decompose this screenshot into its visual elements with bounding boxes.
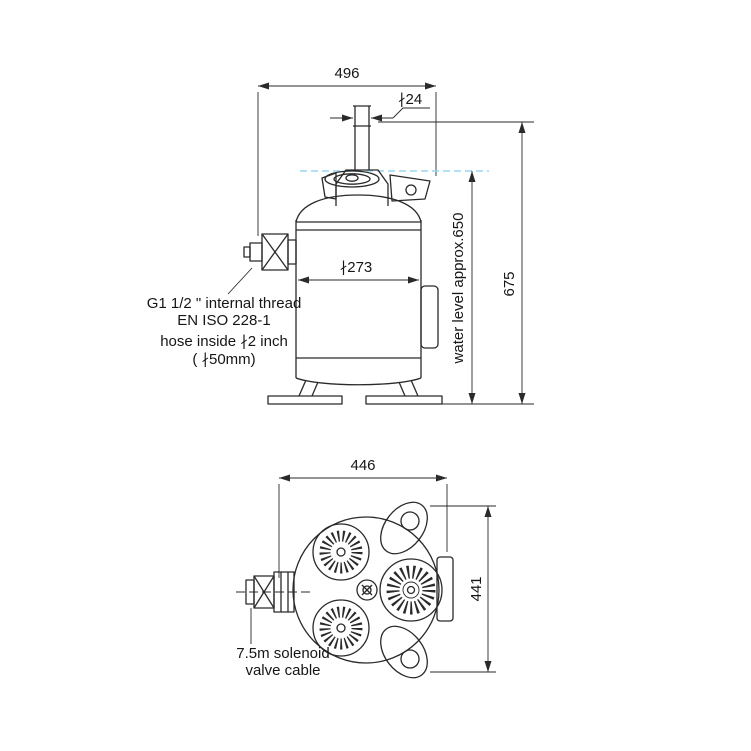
flange-plan (436, 556, 454, 622)
cable-annotation: 7.5m solenoid valve cable (236, 645, 329, 679)
dim-depth-plan: 441 (430, 505, 496, 673)
cable-note-line1: 7.5m solenoid (236, 645, 329, 662)
dim-label-pipe-diameter: ∤24 (398, 91, 422, 108)
dim-label-height: 675 (501, 271, 518, 296)
thread-note-line3: hose inside ∤2 inch (160, 333, 288, 350)
knob-bottom (312, 599, 370, 657)
dim-label-width-front: 496 (334, 65, 359, 82)
dim-label-water-level: water level approx.650 (450, 213, 467, 365)
valve-head (321, 169, 431, 206)
thread-note-line2: EN ISO 228-1 (177, 312, 270, 329)
thread-note-line1: G1 1/2 " internal thread (147, 295, 302, 312)
dim-width-plan: 446 (278, 457, 448, 578)
plan-view: 446 (236, 457, 496, 679)
dim-tank-diameter: ∤273 (298, 259, 419, 284)
dim-water-level: water level approx.650 (450, 171, 476, 404)
hose-connector (227, 233, 297, 295)
dim-width-front: 496 (257, 65, 437, 236)
thread-annotation: G1 1/2 " internal thread EN ISO 228-1 ho… (147, 295, 302, 368)
center-hub (356, 579, 378, 601)
lobe-bottom (380, 625, 428, 679)
outlet-flange (420, 285, 439, 349)
front-view: 496 ∤24 (147, 65, 534, 405)
knob-right (379, 558, 443, 622)
dim-label-width-plan: 446 (350, 457, 375, 474)
cable-connector (236, 571, 312, 644)
base-feet (267, 379, 443, 405)
lobe-top (380, 501, 428, 555)
thread-note-line4: ( ∤50mm) (192, 351, 255, 368)
inlet-pipe (353, 105, 371, 170)
knob-top (312, 523, 370, 581)
valve-body-plan (292, 501, 454, 679)
valve-wing-left (321, 172, 337, 200)
thread-leader-line (227, 267, 253, 295)
dim-height: 675 (378, 121, 534, 405)
valve-wing-right (389, 174, 431, 202)
cable-note-line2: valve cable (245, 662, 320, 679)
tank-body (295, 194, 422, 386)
dim-label-depth-plan: 441 (468, 576, 485, 601)
dim-label-tank-diameter: ∤273 (340, 259, 373, 276)
dim-pipe-diameter: ∤24 (330, 91, 430, 122)
